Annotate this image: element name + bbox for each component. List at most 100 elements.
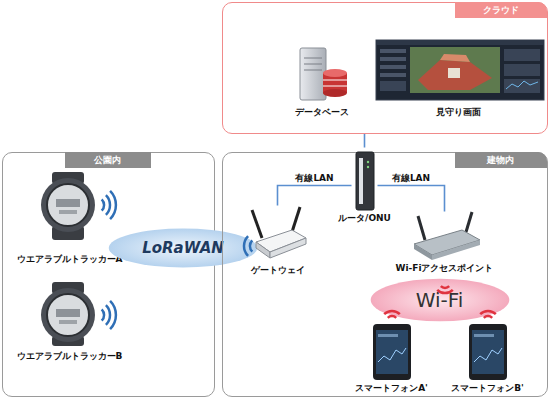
device-label: Wi-Fiアクセスポイント bbox=[365, 263, 525, 274]
ellipse-fill bbox=[370, 278, 509, 321]
radio-wave-part bbox=[102, 199, 104, 210]
access-point-icon bbox=[414, 212, 480, 260]
device-node: スマートフォンB' bbox=[446, 320, 530, 394]
wearable-tracker-icon-part bbox=[52, 172, 84, 184]
database-icon-part bbox=[300, 48, 326, 100]
device-label: データベース bbox=[260, 107, 385, 118]
device-node: スマートフォンA' bbox=[350, 320, 434, 394]
monitor-screen-image bbox=[376, 40, 544, 100]
lan-cable bbox=[378, 186, 445, 212]
wifi-wave-part bbox=[384, 311, 400, 314]
network-label: Wi-Fi bbox=[370, 278, 510, 322]
edge-label: 有線LAN bbox=[392, 173, 430, 184]
wifi-wave bbox=[437, 286, 453, 293]
wearable-tracker-icon-part bbox=[52, 226, 84, 240]
device-node: Wi-Fiアクセスポイント bbox=[390, 212, 500, 274]
radio-wave-part bbox=[250, 240, 252, 251]
wifi-wave-part bbox=[484, 316, 492, 318]
lan-cable bbox=[364, 134, 366, 148]
network-ellipse: Wi-Fi bbox=[370, 278, 510, 322]
monitor-screen-image-part bbox=[418, 60, 492, 90]
network-label: LoRaWAN bbox=[108, 228, 258, 268]
radio-wave bbox=[102, 191, 116, 219]
radio-wave bbox=[102, 301, 116, 329]
monitor-screen-image-part bbox=[376, 40, 544, 100]
device-label: ルータ/ONU bbox=[327, 213, 403, 224]
wifi-wave bbox=[480, 311, 496, 318]
monitor-screen-image-part bbox=[410, 47, 500, 93]
zone-region: ゲートウェイルータ/ONUWi-FiアクセスポイントWi-FiスマートフォンA'… bbox=[222, 152, 548, 397]
database-icon-part bbox=[323, 73, 347, 93]
radio-wave-part bbox=[106, 195, 110, 215]
wearable-tracker-icon bbox=[41, 172, 95, 240]
edge-label: 有線LAN bbox=[295, 173, 333, 184]
device-label: スマートフォンA' bbox=[325, 383, 459, 394]
database-icon-part bbox=[323, 89, 347, 97]
router-icon bbox=[356, 152, 374, 210]
database-icon-part bbox=[323, 80, 347, 81]
device-node: 見守り画面 bbox=[372, 38, 546, 118]
wearable-tracker-icon-part bbox=[47, 294, 89, 336]
smartphone-icon-part bbox=[378, 348, 406, 362]
router-icon-part bbox=[359, 158, 363, 204]
monitor-screen-image-part bbox=[440, 54, 470, 62]
wearable-tracker-icon-part bbox=[52, 336, 84, 346]
network-ellipse: LoRaWAN bbox=[108, 228, 258, 268]
device-node: ルータ/ONU bbox=[352, 148, 378, 224]
wearable-tracker-icon-part bbox=[59, 320, 77, 324]
device-label: ゲートウェイ bbox=[220, 265, 336, 276]
zone-region: ウエアラブルトラッカーAウエアラブルトラッカーB公園内 bbox=[2, 152, 215, 397]
smartphone-icon-part bbox=[474, 334, 494, 337]
wearable-tracker-icon-part bbox=[41, 178, 95, 232]
monitor-screen-image-part bbox=[380, 81, 406, 91]
monitor-screen-image-part bbox=[380, 57, 406, 61]
smartphone-icon-part bbox=[373, 324, 411, 380]
ellipse-fill bbox=[109, 229, 258, 268]
monitor-screen-image-part bbox=[504, 49, 540, 61]
zone-tab-label: 建物内 bbox=[455, 152, 547, 168]
radio-wave bbox=[244, 236, 252, 256]
wifi-wave-part bbox=[437, 290, 453, 293]
wearable-tracker-icon-part bbox=[41, 288, 95, 342]
access-point-icon-part bbox=[432, 240, 480, 260]
gateway-icon-part bbox=[252, 210, 262, 238]
access-point-icon-part bbox=[466, 212, 472, 232]
wearable-tracker-icon-part bbox=[56, 199, 80, 207]
database-icon-part bbox=[304, 64, 322, 65]
device-label: ウエアラブルトラッカーB bbox=[0, 351, 155, 362]
wifi-wave bbox=[384, 311, 400, 318]
smartphone-icon-part bbox=[472, 330, 504, 374]
gateway-icon bbox=[252, 207, 306, 258]
monitor-screen-image-part bbox=[448, 68, 460, 78]
zone-tab-label: クラウド bbox=[455, 2, 547, 18]
monitor-screen-image-part bbox=[380, 73, 406, 77]
wifi-wave-part bbox=[441, 286, 449, 288]
smartphone-icon bbox=[373, 324, 411, 380]
router-icon-part bbox=[356, 152, 374, 210]
access-point-icon-part bbox=[414, 230, 480, 255]
wifi-wave-part bbox=[388, 316, 396, 318]
database-icon-part bbox=[304, 70, 322, 71]
monitor-screen-image-part bbox=[380, 49, 406, 53]
gateway-icon-part bbox=[292, 207, 300, 232]
access-point-icon-part bbox=[414, 244, 432, 260]
radio-wave-part bbox=[106, 305, 110, 325]
wearable-tracker-icon-part bbox=[59, 210, 77, 214]
smartphone-icon bbox=[469, 324, 507, 380]
wearable-tracker-icon-part bbox=[56, 309, 80, 317]
radio-wave-part bbox=[110, 191, 116, 219]
zone-region: データベース見守り画面 クラウド bbox=[222, 2, 548, 134]
device-label: 見守り画面 bbox=[347, 107, 551, 118]
smartphone-icon-part bbox=[376, 330, 408, 374]
smartphone-icon-part bbox=[474, 348, 502, 362]
monitor-screen-image-part bbox=[504, 79, 540, 93]
monitor-screen-image-part bbox=[376, 40, 544, 45]
wearable-tracker-icon-part bbox=[52, 282, 84, 294]
gateway-icon-part bbox=[256, 242, 270, 258]
device-label: スマートフォンB' bbox=[421, 383, 551, 394]
radio-wave-part bbox=[110, 301, 116, 329]
radio-wave-part bbox=[102, 309, 104, 320]
smartphone-icon-part bbox=[378, 334, 398, 337]
